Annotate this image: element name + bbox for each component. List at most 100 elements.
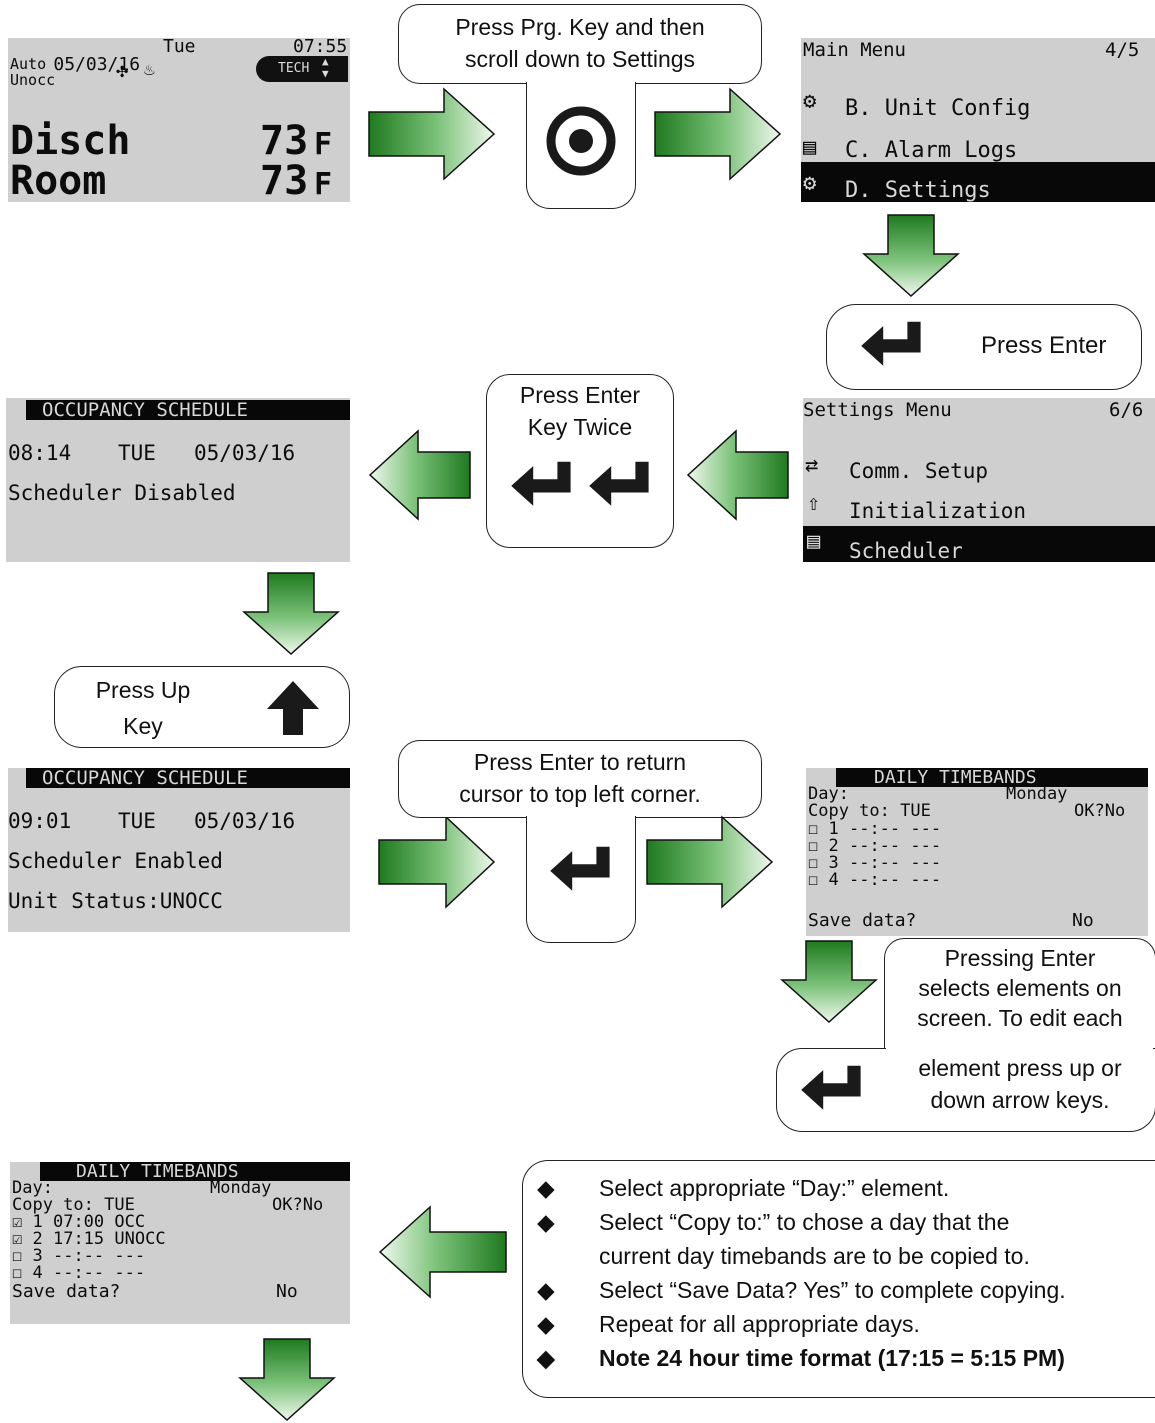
bullet-icon: ◆ bbox=[537, 1277, 555, 1303]
up-down-icon: ▲▼ bbox=[322, 55, 329, 80]
settings-item-initialization[interactable]: Initialization bbox=[849, 499, 1027, 523]
tb2-save-value[interactable]: No bbox=[276, 1281, 298, 1302]
tb1-save-label[interactable]: Save data? bbox=[808, 910, 917, 931]
callout-select-line3: screen. To edit each bbox=[917, 1005, 1123, 1031]
tb2-save-label[interactable]: Save data? bbox=[12, 1281, 121, 1302]
note-item-2-cont-text: current day timebands are to be copied t… bbox=[599, 1243, 1030, 1269]
tb2-title-bar: DAILY TIMEBANDS bbox=[40, 1162, 350, 1181]
occ1-title: OCCUPANCY SCHEDULE bbox=[42, 399, 248, 421]
notes-box: ◆ Select appropriate “Day:” element. ◆Sel… bbox=[522, 1160, 1155, 1398]
note-item-4: ◆Repeat for all appropriate days. bbox=[537, 1307, 1155, 1341]
enter-key-icon-3[interactable] bbox=[548, 844, 614, 900]
arrow-down-3 bbox=[780, 940, 878, 1024]
wrench-icon: ⚙ bbox=[803, 89, 817, 114]
callout-enter-label: Press Enter bbox=[981, 332, 1107, 359]
settings-menu-title: Settings Menu bbox=[803, 399, 952, 421]
tb2-day-value[interactable]: Monday bbox=[210, 1178, 272, 1198]
settings-item-comm-setup[interactable]: Comm. Setup bbox=[849, 459, 989, 483]
callout-prg-line1: Press Prg. Key and then bbox=[455, 14, 705, 40]
tb2-day-label[interactable]: Day: bbox=[12, 1178, 53, 1198]
bullet-icon: ◆ bbox=[537, 1209, 555, 1235]
occ2-status: Scheduler Enabled bbox=[8, 849, 223, 873]
timebands-screen-1: DAILY TIMEBANDS Day: Monday Copy to: TUE… bbox=[806, 768, 1148, 936]
note-item-1: ◆ Select appropriate “Day:” element. bbox=[537, 1171, 1155, 1205]
up-arrow-key-icon[interactable] bbox=[265, 679, 321, 737]
prg-key-icon[interactable] bbox=[544, 104, 618, 178]
tb1-title: DAILY TIMEBANDS bbox=[874, 768, 1037, 788]
tb2-band-1[interactable]: ☑ 1 07:00 OCC bbox=[12, 1214, 145, 1231]
callout-return-line2: cursor to top left corner. bbox=[459, 781, 701, 807]
home-screen: 05/03/16 Tue 07:55 Auto Unocc ✣ ♨ TECH ▲… bbox=[8, 38, 350, 202]
occ2-title-bar: OCCUPANCY SCHEDULE bbox=[26, 768, 350, 788]
settings-menu-page: 6/6 bbox=[1109, 399, 1144, 421]
enter-key-icon-4[interactable] bbox=[799, 1063, 865, 1119]
enter-key-icon-1[interactable] bbox=[509, 459, 575, 515]
checkbox-icon: ☐ bbox=[808, 853, 819, 873]
main-menu-screen: Main Menu 4/5 ⚙ B. Unit Config ▤ C. Alar… bbox=[801, 38, 1155, 202]
enter-key-icon[interactable] bbox=[859, 319, 925, 375]
note-item-1-text: Select appropriate “Day:” element. bbox=[599, 1175, 950, 1201]
wrench-icon-selected: ⚙ bbox=[803, 171, 817, 196]
disch-unit: F bbox=[314, 127, 333, 162]
tb1-save-value[interactable]: No bbox=[1072, 910, 1094, 931]
disch-value: 73 bbox=[260, 118, 309, 164]
tb1-band-1[interactable]: ☐ 1 --:-- --- bbox=[808, 821, 941, 838]
arrow-down-1 bbox=[862, 214, 960, 298]
arrow-down-4 bbox=[238, 1338, 336, 1422]
fan-icon: ✣ bbox=[116, 58, 129, 82]
tb1-copy-label[interactable]: Copy to: TUE bbox=[808, 801, 931, 821]
callout-press-up: Press Up Key bbox=[54, 666, 350, 748]
tb2-band-3[interactable]: ☐ 3 --:-- --- bbox=[12, 1248, 145, 1265]
callout-return-cursor: Press Enter to return cursor to top left… bbox=[398, 740, 762, 818]
tb1-band-2[interactable]: ☐ 2 --:-- --- bbox=[808, 838, 941, 855]
initialization-icon: ⇧ bbox=[807, 491, 821, 516]
bullet-icon: ◆ bbox=[537, 1175, 555, 1201]
callout-enter-twice: Press Enter Key Twice bbox=[486, 374, 674, 548]
occ1-time: 08:14 bbox=[8, 441, 72, 465]
tb2-band-4[interactable]: ☐ 4 --:-- --- bbox=[12, 1265, 145, 1282]
checkbox-icon: ☐ bbox=[12, 1263, 23, 1283]
occupancy-screen-1: OCCUPANCY SCHEDULE 08:14 TUE 05/03/16 Sc… bbox=[6, 398, 350, 562]
tb2-copy-label[interactable]: Copy to: TUE bbox=[12, 1195, 135, 1215]
home-date: 05/03/16 bbox=[53, 54, 141, 75]
note-item-2: ◆Select “Copy to:” to chose a day that t… bbox=[537, 1205, 1155, 1239]
checkbox-icon: ☐ bbox=[12, 1246, 23, 1266]
heat-icon: ♨ bbox=[144, 59, 155, 80]
prg-key-top-cover bbox=[527, 79, 633, 85]
home-mode-auto: Auto bbox=[10, 55, 47, 73]
scheduler-icon: ▤ bbox=[807, 529, 821, 554]
tb2-band-2[interactable]: ☑ 2 17:15 UNOCC bbox=[12, 1231, 166, 1248]
main-menu-item-unit-config[interactable]: B. Unit Config bbox=[845, 96, 1031, 121]
occ1-status: Scheduler Disabled bbox=[8, 481, 236, 505]
callout-twice-line2: Key Twice bbox=[527, 414, 633, 440]
tb2-band-2-text: 2 17:15 UNOCC bbox=[32, 1229, 166, 1249]
settings-menu-selected-row[interactable]: ▤ Scheduler bbox=[803, 526, 1155, 562]
home-time: 07:55 bbox=[293, 38, 348, 57]
arrow-down-2 bbox=[242, 572, 340, 656]
tb1-band-4[interactable]: ☐ 4 --:-- --- bbox=[808, 872, 941, 889]
enter-key-icon-2[interactable] bbox=[587, 459, 653, 515]
occ1-day: TUE bbox=[118, 441, 156, 465]
arrow-left-1 bbox=[368, 429, 471, 521]
timebands-screen-2: DAILY TIMEBANDS Day: Monday Copy to: TUE… bbox=[10, 1162, 350, 1324]
tech-badge: TECH ▲▼ bbox=[256, 56, 348, 82]
main-menu-title: Main Menu bbox=[803, 39, 906, 61]
tb1-band-3[interactable]: ☐ 3 --:-- --- bbox=[808, 855, 941, 872]
arrow-right-3 bbox=[378, 815, 496, 909]
main-menu-selected-row[interactable]: ⚙ D. Settings bbox=[801, 162, 1155, 202]
tb2-band-4-text: 4 --:-- --- bbox=[32, 1263, 146, 1283]
arrow-right-4 bbox=[646, 815, 774, 909]
occupancy-screen-2: OCCUPANCY SCHEDULE 09:01 TUE 05/03/16 Sc… bbox=[8, 768, 350, 932]
occ1-date: 05/03/16 bbox=[194, 441, 296, 465]
tb1-day-label[interactable]: Day: bbox=[808, 784, 849, 804]
callout-select-line1: Pressing Enter bbox=[944, 945, 1096, 971]
main-menu-item-settings: D. Settings bbox=[845, 178, 991, 202]
tb2-copy-ok[interactable]: OK?No bbox=[272, 1195, 324, 1215]
tb1-band-2-text: 2 --:-- --- bbox=[828, 836, 942, 856]
callout-select-line2: selects elements on bbox=[918, 975, 1122, 1001]
occ1-title-bar: OCCUPANCY SCHEDULE bbox=[26, 400, 350, 420]
main-menu-item-alarm-logs[interactable]: C. Alarm Logs bbox=[845, 138, 1018, 163]
tb1-copy-ok[interactable]: OK?No bbox=[1074, 801, 1126, 821]
tb1-day-value[interactable]: Monday bbox=[1006, 784, 1068, 804]
settings-item-scheduler: Scheduler bbox=[849, 539, 963, 562]
